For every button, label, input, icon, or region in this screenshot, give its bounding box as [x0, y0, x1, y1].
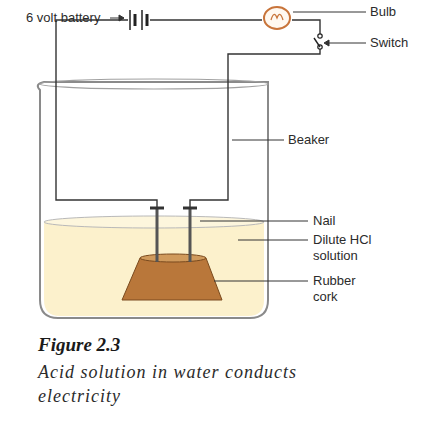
- figure-title: Figure 2.3: [38, 334, 120, 356]
- nails: [157, 209, 190, 262]
- part-label: 6 volt battery: [26, 10, 106, 26]
- beaker-rim: [40, 79, 268, 89]
- part-label: Beaker: [288, 132, 368, 148]
- part-label: Bulb: [370, 4, 430, 20]
- part-label: Rubber cork: [313, 273, 375, 305]
- part-label: Dilute HCl solution: [313, 232, 389, 264]
- figure-caption: Acid solution in water conducts electric…: [38, 360, 328, 408]
- liquid-surface: [44, 216, 264, 228]
- battery-symbol: [130, 10, 147, 30]
- bulb-symbol: [264, 7, 290, 29]
- cork-top: [140, 254, 206, 262]
- wires: [56, 20, 320, 207]
- switch-symbol: [314, 34, 322, 49]
- part-label: Switch: [370, 35, 432, 51]
- hcl-liquid: [44, 222, 264, 316]
- rubber-cork: [122, 258, 222, 300]
- part-label: Nail: [313, 213, 393, 229]
